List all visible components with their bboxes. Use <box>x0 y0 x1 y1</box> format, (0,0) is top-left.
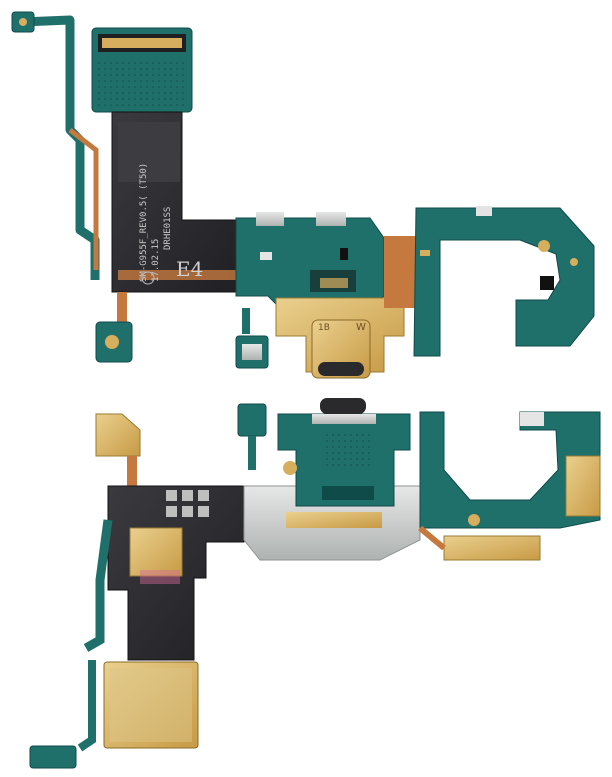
back-side-view <box>29 398 601 769</box>
antenna-pad-back-top <box>95 413 141 457</box>
main-pcb-front <box>235 217 385 309</box>
gold-tape-back <box>129 527 183 577</box>
silk-connector-left: 1B <box>318 323 330 333</box>
right-board-front <box>413 207 595 357</box>
silk-rev: E4 <box>176 257 203 281</box>
antenna-pad-back-bottom <box>29 745 77 769</box>
silk-model: SM-G955F_REV0.5( (T50) <box>139 163 149 282</box>
shield-grid-pads <box>166 490 209 517</box>
silk-code: DRHE01SS <box>163 207 173 250</box>
usb-c-port-front <box>318 362 364 376</box>
antenna-trace-top <box>21 15 100 280</box>
mic-board-back <box>237 403 267 437</box>
front-side-view: SM-G955F_REV0.5( (T50) 17.02.15 DRHE01SS… <box>11 11 595 379</box>
right-board-back <box>419 411 601 529</box>
gold-strip-back <box>443 535 541 561</box>
silk-connector-right: W <box>356 322 366 333</box>
usb-c-port-back <box>320 398 366 414</box>
silk-date: 17.02.15 <box>151 239 161 282</box>
